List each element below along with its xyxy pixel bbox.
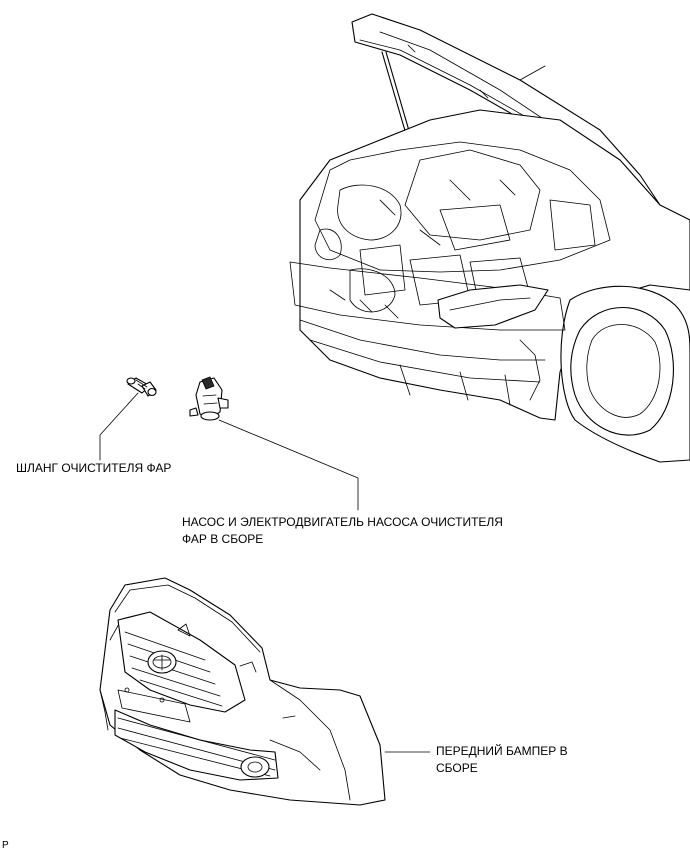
pump-label-line-1: НАСОС И ЭЛЕКТРОДВИГАТЕЛЬ НАСОСА ОЧИСТИТЕ…: [182, 515, 503, 529]
front-bumper-assembly-illustration: [99, 577, 431, 806]
hose-label-text: ШЛАНГ ОЧИСТИТЕЛЯ ФАР: [16, 461, 172, 475]
pump-label-line-2: ФАР В СБОРЕ: [182, 532, 264, 546]
bumper-label-line-2: СБОРЕ: [436, 761, 478, 775]
figure-code: P: [2, 840, 9, 852]
headlight-cleaner-hose-label: ШЛАНГ ОЧИСТИТЕЛЯ ФАР: [16, 460, 171, 477]
headlight-cleaner-pump-illustration: [189, 376, 359, 511]
vehicle-front-illustration: [289, 13, 690, 463]
front-bumper-label: ПЕРЕДНИЙ БАМПЕР В СБОРЕ: [436, 743, 568, 777]
headlight-cleaner-hose-illustration: [99, 377, 157, 461]
headlight-cleaner-pump-label: НАСОС И ЭЛЕКТРОДВИГАТЕЛЬ НАСОСА ОЧИСТИТЕ…: [182, 514, 503, 548]
figure-code-text: P: [2, 840, 9, 851]
bumper-label-line-1: ПЕРЕДНИЙ БАМПЕР В: [436, 744, 568, 758]
